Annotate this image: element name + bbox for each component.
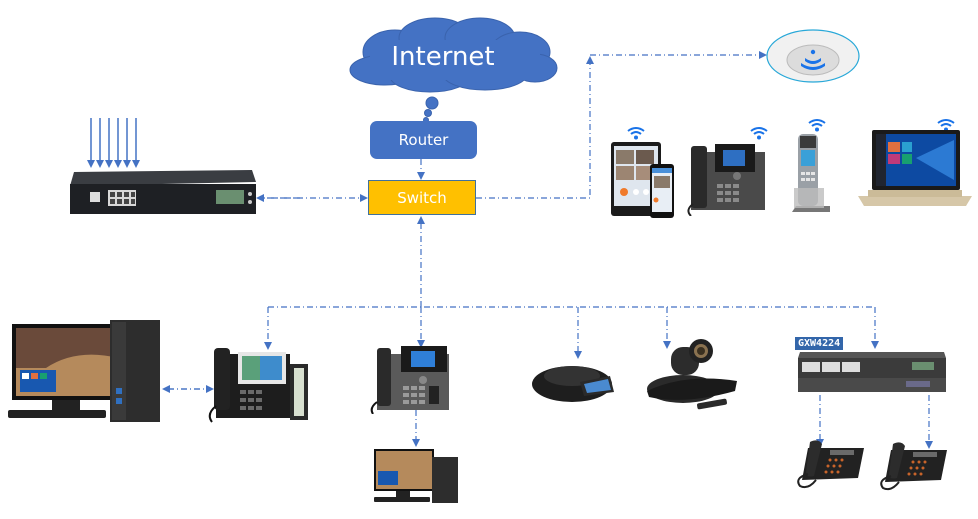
- tablet-smartphone-device: [611, 142, 674, 218]
- switch-ap-link: [476, 56, 594, 199]
- switch-node: Switch: [368, 180, 476, 215]
- wifi-icon: [808, 119, 826, 132]
- gateway-model-badge: GXW4224: [795, 337, 844, 350]
- wifi-icon: [801, 49, 825, 70]
- conference-phone: [532, 366, 614, 402]
- switch-label: Switch: [397, 188, 447, 207]
- desktop-pc: [8, 320, 160, 422]
- router-label: Router: [398, 131, 449, 149]
- internet-cloud: Internet: [349, 17, 558, 123]
- internet-label: Internet: [391, 42, 494, 72]
- analog-phone-2: [880, 442, 947, 491]
- wifi-icon: [627, 127, 645, 140]
- desktop-pc-2: [374, 449, 458, 503]
- wifi-desk-phone: [687, 144, 765, 216]
- ip-phone-with-expansion: [208, 348, 308, 423]
- router-node: Router: [370, 121, 477, 159]
- analog-phone-1: [797, 440, 864, 489]
- trunk-lines: [87, 118, 140, 168]
- ip-pbx-device: [70, 170, 256, 214]
- video-conference-camera: [647, 339, 737, 410]
- fxs-gateway: [798, 352, 946, 392]
- laptop-device: [858, 130, 972, 206]
- wifi-icon: [750, 127, 768, 140]
- wifi-access-point: [766, 29, 860, 83]
- wifi-handset: [792, 134, 830, 212]
- ip-phone: [370, 346, 449, 414]
